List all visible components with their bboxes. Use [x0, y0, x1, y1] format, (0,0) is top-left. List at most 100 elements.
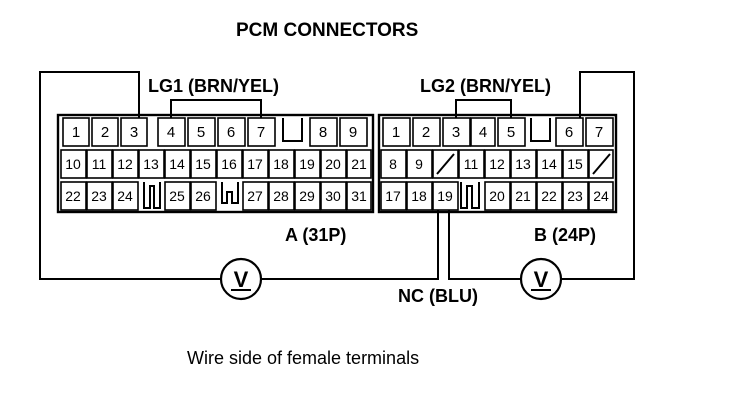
terminal-label: 5: [197, 124, 205, 141]
connector-b-label: B (24P): [534, 225, 596, 245]
terminal-cell: [294, 181, 321, 211]
terminal-cell: [294, 149, 321, 179]
terminal-cell: [216, 149, 243, 179]
terminal-cell: [536, 149, 563, 179]
terminal-label: 3: [130, 124, 138, 141]
terminal-label: 3: [452, 124, 460, 141]
terminal-cell: [112, 149, 139, 179]
terminal-cell: [190, 149, 217, 179]
voltmeter-symbol: V: [534, 267, 549, 292]
terminal-cell: [268, 149, 295, 179]
terminal-cell: [309, 117, 338, 147]
terminal-cell: [120, 117, 148, 147]
terminal-label: 31: [351, 188, 367, 204]
terminal-cell: [470, 117, 496, 147]
terminal-label: 16: [221, 156, 237, 172]
terminal-cell: [190, 181, 217, 211]
connector-a-housing: [56, 113, 375, 214]
terminal-cell: [86, 149, 113, 179]
terminal-cell: [510, 149, 537, 179]
connector-a-row3: 22 23 24 25 26 27 28 29 30 31: [60, 181, 372, 211]
terminal-cell: [157, 117, 186, 147]
terminal-cell: [382, 117, 411, 147]
connector-b-row2: 8 9 11 12 13 14 15: [380, 149, 614, 179]
unused-terminal-slash: [592, 153, 611, 175]
terminal-label: 13: [515, 156, 531, 172]
terminal-label: 6: [565, 124, 573, 141]
terminal-label: 20: [325, 156, 341, 172]
terminal-cell: [91, 117, 119, 147]
terminal-label: 19: [437, 188, 453, 204]
terminal-label: 26: [195, 188, 211, 204]
connector-b-lock-tab: [530, 118, 551, 142]
terminal-cell: [138, 149, 165, 179]
terminal-cell: [268, 181, 295, 211]
terminal-label: 15: [567, 156, 583, 172]
terminal-cell: [339, 117, 368, 147]
connector-b-row1: 1 2 3 4 5 6 7: [382, 117, 614, 147]
terminal-cell: [320, 181, 347, 211]
terminal-cell: [217, 117, 246, 147]
terminal-label: 14: [541, 156, 557, 172]
terminal-label: 8: [389, 156, 397, 172]
terminal-label: 8: [319, 124, 327, 141]
meter1-probe-wire-b19: [261, 210, 439, 280]
terminal-cell: [164, 149, 191, 179]
terminal-cell: [242, 149, 269, 179]
terminal-cell: [484, 181, 511, 211]
terminal-label: 1: [72, 124, 80, 141]
terminal-cell: [112, 181, 139, 211]
terminal-label: 15: [195, 156, 211, 172]
terminal-label: 27: [247, 188, 263, 204]
terminal-cell: [555, 117, 584, 147]
terminal-label: 17: [385, 188, 401, 204]
lg1-label: LG1 (BRN/YEL): [148, 76, 279, 96]
terminal-cell: [432, 181, 459, 211]
terminal-label: 1: [392, 124, 400, 141]
connector-a-row2: 10 11 12 13 14 15 16 17 18 19 20 21: [60, 149, 372, 179]
terminal-label: 18: [273, 156, 289, 172]
terminal-label: 12: [489, 156, 505, 172]
terminal-label: 23: [567, 188, 583, 204]
terminal-cell: [187, 117, 216, 147]
terminal-cell: [346, 149, 372, 179]
terminal-label: 11: [464, 156, 479, 172]
diagram-title: PCM CONNECTORS: [236, 20, 418, 41]
terminal-label: 30: [325, 188, 341, 204]
terminal-label: 2: [101, 124, 109, 141]
terminal-label: 11: [92, 156, 107, 172]
terminal-label: 7: [595, 124, 603, 141]
terminal-cell: [562, 149, 589, 179]
terminal-label: 21: [515, 188, 531, 204]
terminal-cell: [406, 181, 433, 211]
terminal-label: 23: [91, 188, 107, 204]
terminal-cell: [536, 181, 563, 211]
terminal-label: 2: [422, 124, 430, 141]
terminal-cell: [86, 181, 113, 211]
terminal-label: 14: [169, 156, 185, 172]
terminal-label: 6: [227, 124, 235, 141]
terminal-cell: [60, 149, 87, 179]
lg1-jumper-wire: [170, 99, 262, 118]
terminal-label: 13: [143, 156, 159, 172]
terminal-label: 22: [541, 188, 557, 204]
connector-a-key: [221, 182, 239, 204]
terminal-cell: [242, 181, 269, 211]
terminal-label: 9: [349, 124, 357, 141]
terminal-label: 17: [247, 156, 263, 172]
terminal-label: 24: [117, 188, 133, 204]
terminal-label: 7: [257, 124, 265, 141]
voltmeter-symbol: V: [234, 267, 249, 292]
meter2-probe-wire-b7: [561, 71, 635, 280]
lg2-label: LG2 (BRN/YEL): [420, 76, 551, 96]
terminal-label: 4: [167, 124, 175, 141]
meter1-probe-wire-a: [39, 71, 221, 280]
terminal-cell: [588, 181, 614, 211]
terminal-cell: [380, 181, 407, 211]
connector-b-key: [460, 182, 480, 209]
terminal-label: 21: [351, 156, 367, 172]
terminal-cell: [164, 181, 191, 211]
terminal-cell: [458, 149, 485, 179]
terminal-cell: [510, 181, 537, 211]
terminal-cell: [320, 149, 347, 179]
